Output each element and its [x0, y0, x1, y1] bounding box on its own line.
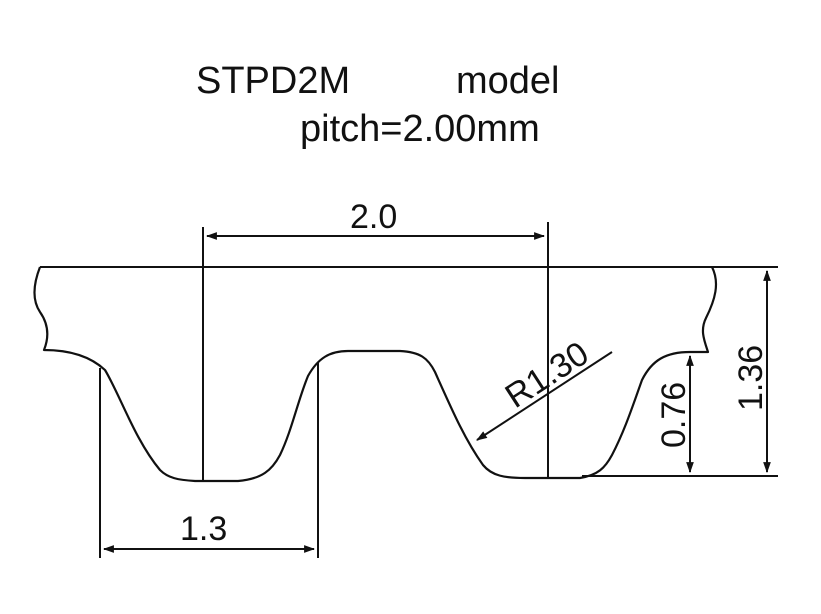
tooth-height-label: 0.76: [655, 382, 693, 448]
model-code-label: STPD2M: [196, 60, 350, 102]
radius-leader-line: [476, 351, 613, 441]
thickness-label: 1.36: [732, 345, 770, 411]
pitch-label: pitch=2.00mm: [300, 108, 540, 150]
tooth-width-dimension-label: 1.3: [180, 510, 227, 548]
pitch-dimension-label: 2.0: [350, 198, 397, 236]
belt-tooth-profile: [33, 266, 718, 483]
model-word-label: model: [456, 60, 560, 102]
